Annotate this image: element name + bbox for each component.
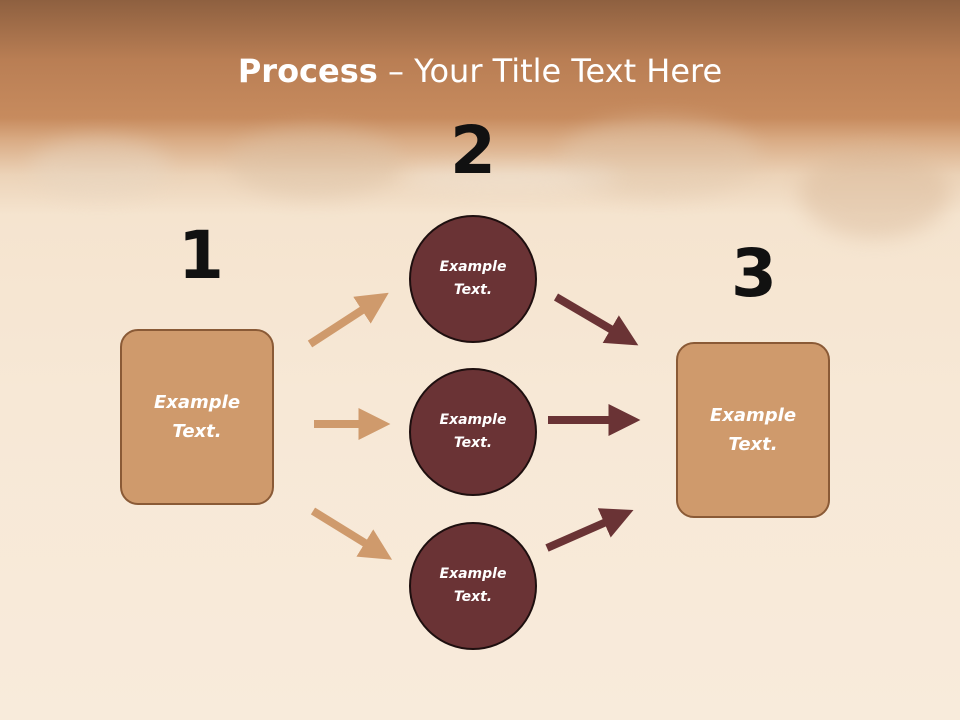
circle-bottom-text-line1: Example — [439, 566, 507, 582]
title-bold: Process — [237, 52, 378, 90]
circle-top-text-line1: Example — [439, 259, 507, 275]
step-1-text-line1: Example — [153, 392, 241, 413]
step-3-text-line2: Text. — [728, 434, 778, 455]
step-2-circle-top[interactable]: Example Text. — [409, 215, 537, 343]
step-number-3: 3 — [731, 235, 777, 312]
circle-middle-text-line2: Text. — [453, 435, 493, 451]
circle-top-text-line2: Text. — [453, 282, 493, 298]
step-number-1: 1 — [178, 217, 224, 294]
slide-title: Process – Your Title Text Here — [0, 52, 960, 90]
step-3-text-line1: Example — [709, 405, 797, 426]
step-3-box[interactable]: Example Text. — [676, 342, 830, 518]
step-1-box[interactable]: Example Text. — [120, 329, 274, 505]
step-1-text-line2: Text. — [172, 421, 222, 442]
arrow-right-down-icon — [310, 507, 393, 560]
arrow-dark-right-up-icon — [545, 508, 634, 552]
arrow-dark-right-down-icon — [553, 293, 639, 346]
step-2-circle-bottom[interactable]: Example Text. — [409, 522, 537, 650]
arrow-right-up-icon — [307, 292, 389, 348]
step-number-2: 2 — [450, 112, 496, 189]
circle-bottom-text-line2: Text. — [453, 589, 493, 605]
circle-middle-text-line1: Example — [439, 412, 507, 428]
step-2-circle-middle[interactable]: Example Text. — [409, 368, 537, 496]
title-rest: – Your Title Text Here — [377, 52, 723, 90]
